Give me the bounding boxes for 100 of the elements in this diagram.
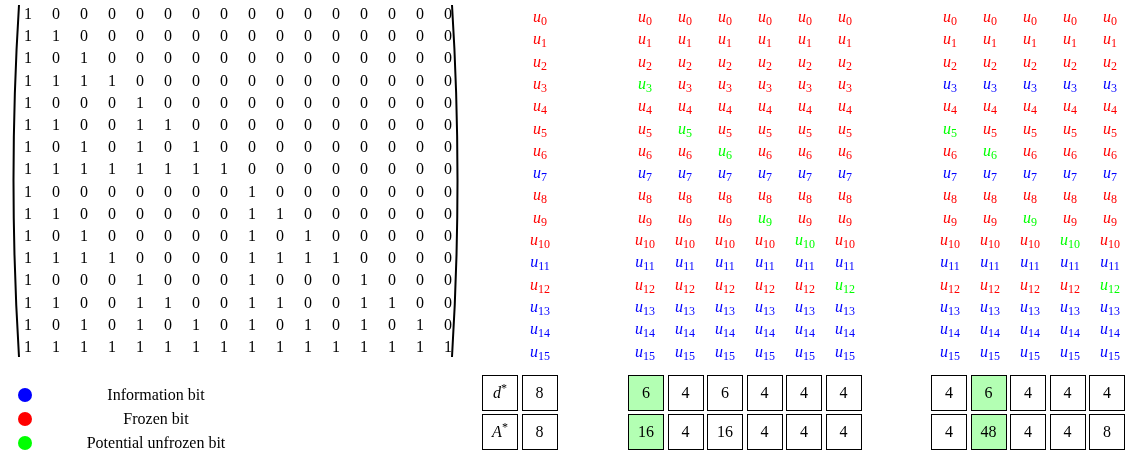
matrix-entry: 1 — [24, 94, 32, 111]
matrix-entry: 0 — [360, 50, 368, 67]
bit-symbol: u$_{4}$ — [1103, 98, 1117, 115]
matrix-entry: 1 — [164, 294, 172, 311]
matrix-entry: 0 — [332, 161, 340, 178]
matrix-entry: 0 — [332, 183, 340, 200]
matrix-entry: 0 — [248, 139, 256, 156]
matrix-entry: 0 — [388, 6, 396, 22]
bit-symbol: u$_{9}$ — [678, 209, 692, 226]
matrix-entry: 0 — [360, 183, 368, 200]
matrix-entry: 0 — [52, 183, 60, 200]
bit-symbol: u$_{7}$ — [1023, 165, 1037, 182]
bit-symbol: u$_{9}$ — [638, 209, 652, 226]
matrix-entry: 0 — [332, 228, 340, 244]
matrix-entry: 0 — [164, 228, 172, 244]
bit-symbol: u$_{0}$ — [533, 9, 547, 25]
bit-symbol: u$_{6}$ — [758, 142, 772, 159]
bit-symbol: u$_{9}$ — [1023, 209, 1037, 226]
bit-symbol: u$_{6}$ — [1103, 142, 1117, 159]
bit-symbol: u$_{2}$ — [1023, 53, 1037, 70]
matrix-entry: 0 — [220, 72, 228, 89]
bit-symbol: u$_{9}$ — [533, 209, 547, 226]
matrix-entry: 0 — [80, 28, 88, 45]
bit-symbol: u$_{12}$ — [675, 276, 695, 293]
value-cell: 4 — [786, 375, 822, 411]
matrix-entry: 1 — [416, 339, 424, 355]
matrix-entry: 1 — [52, 161, 60, 178]
matrix-entry: 0 — [220, 50, 228, 67]
bit-symbol: u$_{5}$ — [798, 120, 812, 137]
matrix-entry: 0 — [108, 228, 116, 244]
matrix-entry: 1 — [24, 250, 32, 267]
bit-symbol: u$_{13}$ — [940, 298, 960, 315]
matrix-entry: 1 — [108, 72, 116, 89]
matrix-entry: 0 — [332, 205, 340, 222]
value-cell: 6 — [628, 375, 664, 411]
bit-symbol: u$_{4}$ — [718, 98, 732, 115]
matrix-entry: 0 — [192, 294, 200, 311]
matrix-entry: 0 — [52, 139, 60, 156]
value-cell: 16 — [707, 414, 743, 450]
matrix-entry: 1 — [24, 228, 32, 244]
matrix-entry: 0 — [332, 139, 340, 156]
matrix-entry: 0 — [416, 28, 424, 45]
matrix-entry: 0 — [276, 183, 284, 200]
bit-symbol: u$_{2}$ — [983, 53, 997, 70]
bit-symbol: u$_{14}$ — [755, 321, 775, 338]
bit-symbol: u$_{11}$ — [635, 254, 655, 271]
bit-symbol: u$_{14}$ — [530, 321, 550, 338]
value-cell: 4 — [667, 375, 704, 411]
bit-symbol: u$_{7}$ — [638, 165, 652, 182]
matrix-entry: 1 — [360, 316, 368, 333]
matrix-entry: 0 — [304, 294, 312, 311]
value-cell: 8 — [521, 414, 558, 450]
matrix-entry: 0 — [108, 294, 116, 311]
matrix-entry: 0 — [192, 205, 200, 222]
matrix-entry: 0 — [360, 139, 368, 156]
bit-symbol: u$_{11}$ — [1060, 254, 1080, 271]
bit-symbol: u$_{11}$ — [675, 254, 695, 271]
matrix-entry: 1 — [388, 339, 396, 355]
matrix-entry: 0 — [136, 50, 144, 67]
bit-symbol: u$_{1}$ — [1103, 31, 1117, 48]
matrix-entry: 1 — [136, 161, 144, 178]
bit-symbol: u$_{3}$ — [838, 75, 852, 92]
matrix-entry: 0 — [444, 272, 452, 289]
bit-symbol: u$_{10}$ — [1020, 232, 1040, 248]
bit-symbol: u$_{4}$ — [838, 98, 852, 115]
bit-symbol: u$_{13}$ — [675, 298, 695, 315]
matrix-entry: 0 — [192, 72, 200, 89]
bit-symbol: u$_{9}$ — [798, 209, 812, 226]
bit-symbol: u$_{2}$ — [758, 53, 772, 70]
matrix-entry: 0 — [136, 72, 144, 89]
matrix-entry: 1 — [360, 272, 368, 289]
matrix-entry: 1 — [388, 294, 396, 311]
matrix-entry: 0 — [108, 316, 116, 333]
bit-symbol: u$_{9}$ — [1063, 209, 1077, 226]
matrix-entry: 1 — [136, 94, 144, 111]
bit-symbol: u$_{8}$ — [983, 187, 997, 204]
matrix-entry: 0 — [136, 228, 144, 244]
matrix-entry: 1 — [108, 250, 116, 267]
value-cell: d$^{*}$ — [482, 375, 518, 411]
matrix-entry: 1 — [24, 28, 32, 45]
matrix-entry: 0 — [136, 6, 144, 22]
matrix-entry: 1 — [304, 339, 312, 355]
bit-symbol: u$_{12}$ — [530, 276, 550, 293]
matrix-entry: 0 — [360, 161, 368, 178]
bit-symbol: u$_{5}$ — [638, 120, 652, 137]
bit-symbol: u$_{1}$ — [718, 31, 732, 48]
bit-symbol: u$_{13}$ — [635, 298, 655, 315]
bit-symbol: u$_{11}$ — [755, 254, 775, 271]
matrix-entry: 0 — [164, 139, 172, 156]
matrix-entry: 1 — [248, 250, 256, 267]
matrix-entry: 0 — [360, 28, 368, 45]
bit-symbol: u$_{4}$ — [1063, 98, 1077, 115]
matrix-entry: 1 — [52, 339, 60, 355]
matrix-entry: 0 — [164, 28, 172, 45]
bit-symbol: u$_{1}$ — [1063, 31, 1077, 48]
bit-symbol: u$_{11}$ — [835, 254, 855, 271]
value-cell: 4 — [1049, 414, 1086, 450]
bit-symbol: u$_{15}$ — [675, 343, 695, 360]
matrix-entry: 1 — [136, 339, 144, 355]
matrix-entry: 0 — [416, 250, 424, 267]
